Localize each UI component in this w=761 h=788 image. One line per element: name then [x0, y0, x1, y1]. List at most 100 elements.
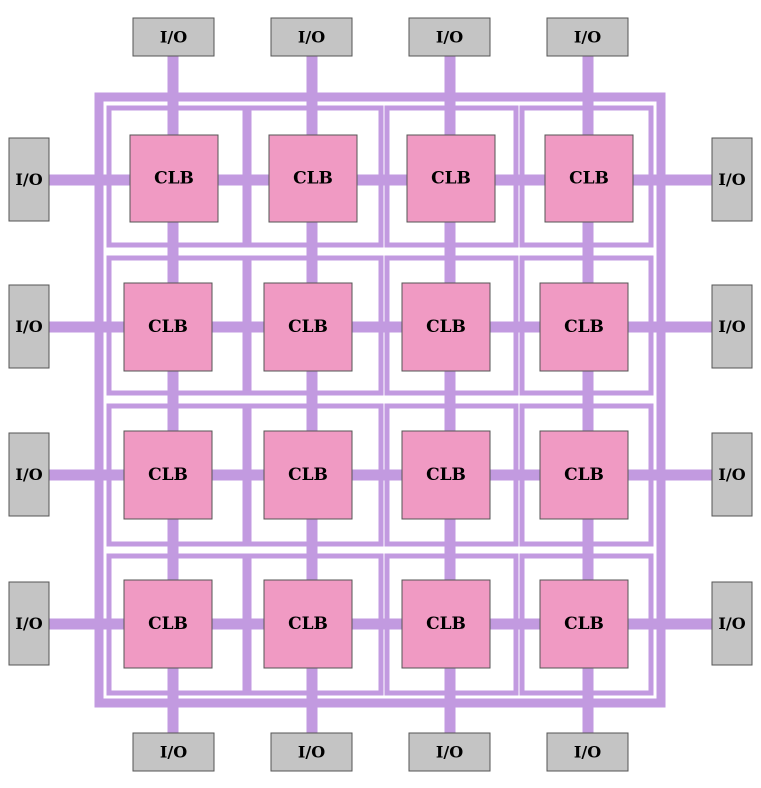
switch-box-ring	[106, 255, 248, 396]
clb-box	[401, 579, 491, 669]
io-pad-right: I/O	[711, 137, 753, 222]
routing-channels	[48, 55, 714, 735]
io-label: I/O	[160, 743, 187, 762]
clb-block: CLB	[401, 579, 491, 669]
clb-box	[263, 579, 353, 669]
io-box	[8, 581, 50, 666]
clb-label: CLB	[426, 317, 466, 337]
io-label: I/O	[436, 743, 463, 762]
switch-box-ring	[246, 105, 384, 248]
io-pad-right: I/O	[711, 432, 753, 517]
io-pad-left: I/O	[8, 581, 50, 666]
clb-block: CLB	[123, 282, 213, 372]
clb-box	[263, 430, 353, 520]
io-box	[8, 432, 50, 517]
clb-label: CLB	[569, 169, 609, 189]
io-box	[546, 732, 629, 772]
clb-box	[401, 282, 491, 372]
switch-box-ring	[246, 255, 384, 396]
clb-block: CLB	[401, 430, 491, 520]
io-label: I/O	[718, 614, 745, 633]
io-label: I/O	[298, 743, 325, 762]
clb-label: CLB	[148, 317, 188, 337]
clb-block: CLB	[539, 579, 629, 669]
switch-box-ring	[246, 403, 384, 547]
io-pad-bottom: I/O	[132, 732, 215, 772]
io-label: I/O	[298, 28, 325, 47]
clb-label: CLB	[293, 169, 333, 189]
io-pad-top: I/O	[270, 17, 353, 57]
clb-block: CLB	[539, 430, 629, 520]
io-pad-bottom: I/O	[408, 732, 491, 772]
io-pad-right: I/O	[711, 284, 753, 369]
io-pad-left: I/O	[8, 137, 50, 222]
clb-block: CLB	[539, 282, 629, 372]
clb-box	[406, 134, 496, 223]
clb-label: CLB	[564, 465, 604, 485]
clb-block: CLB	[268, 134, 358, 223]
switch-box-ring	[519, 403, 654, 547]
switch-box-ring	[519, 553, 654, 696]
io-pad-left: I/O	[8, 284, 50, 369]
io-pad-top: I/O	[132, 17, 215, 57]
clb-block: CLB	[401, 282, 491, 372]
switch-box-ring	[384, 553, 519, 696]
io-box	[711, 432, 753, 517]
clb-block: CLB	[263, 282, 353, 372]
clb-box	[123, 579, 213, 669]
switch-box-ring	[519, 255, 654, 396]
clb-box	[539, 282, 629, 372]
io-label: I/O	[718, 170, 745, 189]
switch-box-ring	[519, 105, 654, 248]
clb-label: CLB	[148, 614, 188, 634]
io-box	[270, 17, 353, 57]
io-label: I/O	[15, 465, 42, 484]
switch-box-ring	[384, 403, 519, 547]
clb-box	[263, 282, 353, 372]
clb-label: CLB	[431, 169, 471, 189]
io-box	[408, 17, 491, 57]
io-pad-bottom: I/O	[546, 732, 629, 772]
io-box	[408, 732, 491, 772]
clb-label: CLB	[564, 614, 604, 634]
clb-box	[268, 134, 358, 223]
io-box	[132, 17, 215, 57]
switch-box-ring	[106, 553, 248, 696]
io-box	[711, 137, 753, 222]
clb-label: CLB	[288, 465, 328, 485]
switch-box-ring	[384, 255, 519, 396]
io-box	[711, 284, 753, 369]
clb-block: CLB	[406, 134, 496, 223]
clb-box	[539, 430, 629, 520]
io-label: I/O	[15, 170, 42, 189]
io-pad-left: I/O	[8, 432, 50, 517]
io-box	[270, 732, 353, 772]
io-pad-right: I/O	[711, 581, 753, 666]
io-pad-top: I/O	[546, 17, 629, 57]
io-label: I/O	[574, 28, 601, 47]
switch-box-ring	[246, 553, 384, 696]
clb-array: CLB CLB CLB CLB CLB CLB CLB CLB CLB CLB CLB CLB CLB C…	[123, 134, 634, 669]
clb-box	[123, 282, 213, 372]
io-box	[711, 581, 753, 666]
io-pad-bottom: I/O	[270, 732, 353, 772]
clb-box	[129, 134, 219, 223]
io-pads: I/O I/O I/O I/O I/O I/O I/O I/O I/O I/O I/O I/O I/O I…	[8, 17, 753, 772]
clb-block: CLB	[263, 579, 353, 669]
clb-box	[401, 430, 491, 520]
clb-label: CLB	[426, 465, 466, 485]
clb-block: CLB	[123, 430, 213, 520]
clb-block: CLB	[129, 134, 219, 223]
io-label: I/O	[15, 317, 42, 336]
clb-label: CLB	[288, 614, 328, 634]
clb-label: CLB	[288, 317, 328, 337]
io-box	[8, 284, 50, 369]
io-box	[546, 17, 629, 57]
clb-label: CLB	[154, 169, 194, 189]
io-label: I/O	[718, 465, 745, 484]
io-label: I/O	[160, 28, 187, 47]
clb-block: CLB	[263, 430, 353, 520]
outer-routing-ring	[94, 92, 666, 708]
clb-label: CLB	[148, 465, 188, 485]
